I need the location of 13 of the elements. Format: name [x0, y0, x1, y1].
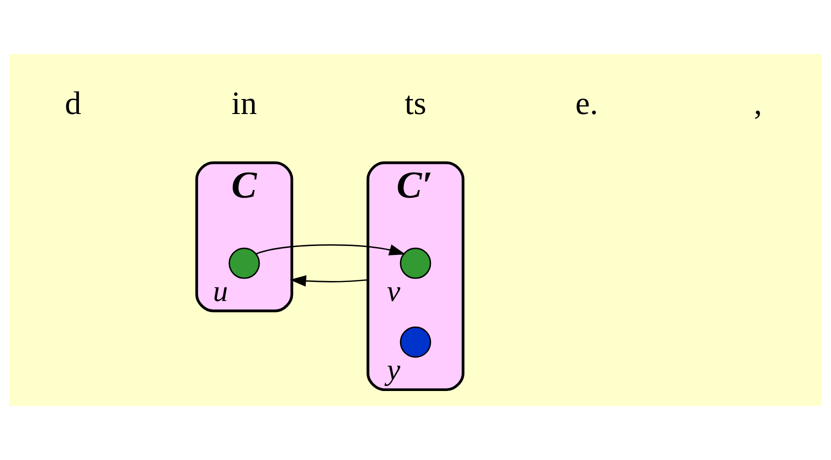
node-label: y	[386, 354, 400, 387]
node-circle	[228, 248, 260, 279]
arrow	[290, 275, 368, 287]
label: ,	[754, 86, 762, 122]
label: in	[232, 86, 257, 122]
node-circle	[400, 326, 432, 358]
label: e.	[575, 86, 598, 122]
node-label: v	[386, 274, 400, 308]
node-circle	[400, 248, 432, 279]
label: ts	[404, 86, 426, 122]
arrow	[256, 244, 406, 256]
node-label: u	[213, 274, 228, 308]
label: d	[64, 86, 82, 122]
